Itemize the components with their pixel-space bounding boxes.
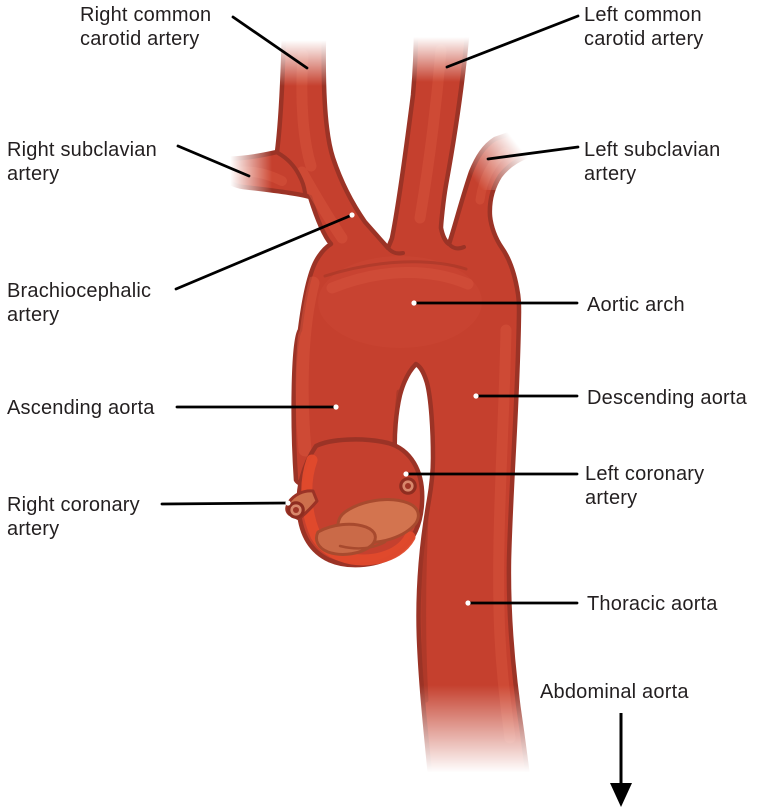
leader-tip-dot <box>465 600 471 606</box>
leader-tip-dot <box>333 404 339 410</box>
carotid-subclavian-crease <box>447 242 466 251</box>
label-right-subclavian: Right subclavian artery <box>7 139 157 185</box>
leader-line-brachiocephalic <box>174 213 354 291</box>
leader-line-right-common-carotid <box>231 15 309 70</box>
label-left-coronary: Left coronary artery <box>585 463 705 509</box>
brachiocephalic-carotid-crease <box>386 246 405 256</box>
leader-tip-dot <box>403 471 409 477</box>
label-brachiocephalic: Brachiocephalic artery <box>7 280 152 326</box>
label-right-common-carotid: Right common carotid artery <box>80 4 212 50</box>
label-thoracic-aorta: Thoracic aorta <box>587 593 718 615</box>
leader-tip-dot <box>349 212 355 218</box>
leader-line-right-coronary <box>160 501 290 506</box>
right-coronary-lumen <box>293 507 299 513</box>
label-abdominal-aorta: Abdominal aorta <box>540 681 689 703</box>
right-carotid-fade <box>262 20 342 90</box>
aortic-valve-leaflet-edge <box>338 540 387 550</box>
label-left-common-carotid: Left common carotid artery <box>584 4 704 50</box>
leader-tip-dot <box>411 300 417 306</box>
leader-tip-dot <box>473 393 479 399</box>
leader-tip-dot <box>285 500 291 506</box>
abdominal-fade <box>392 682 560 809</box>
aortic-valve-leaflet-left <box>314 522 377 556</box>
abdominal-aorta-arrow <box>610 713 632 807</box>
left-coronary-lumen <box>405 483 411 489</box>
left-carotid-fade <box>398 18 482 88</box>
leader-line-left-common-carotid <box>445 14 580 69</box>
subclavian-bifurcation-crease <box>276 151 307 195</box>
leader-line-left-subclavian <box>486 145 580 161</box>
label-right-coronary: Right coronary artery <box>7 494 140 540</box>
label-ascending-aorta: Ascending aorta <box>7 397 155 419</box>
label-aortic-arch: Aortic arch <box>587 294 685 316</box>
leader-line-right-subclavian <box>176 144 251 178</box>
label-left-subclavian: Left subclavian artery <box>584 139 721 185</box>
label-descending-aorta: Descending aorta <box>587 387 747 409</box>
